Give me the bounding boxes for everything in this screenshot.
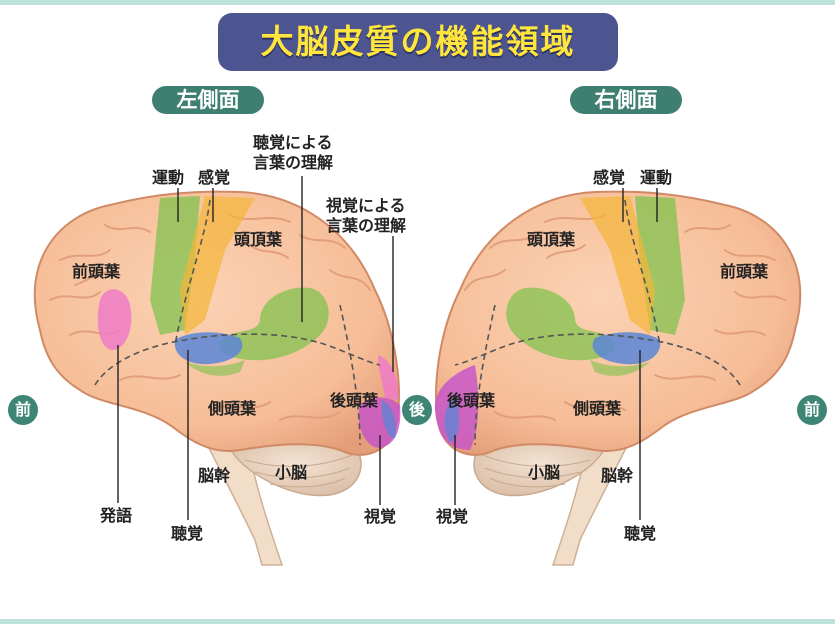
right-label-cerebellum: 小脳	[528, 463, 561, 482]
left-label-sensory: 感覚	[198, 168, 231, 187]
left-auditory-surround	[185, 360, 245, 376]
left-label-auditory-language: 聴覚による 言葉の理解	[253, 133, 334, 172]
right-vision-inner	[444, 395, 460, 442]
top-border	[0, 0, 835, 5]
right-hearing-area	[592, 332, 661, 365]
left-brain	[33, 176, 401, 566]
right-label-parietal: 頭頂葉	[527, 230, 576, 249]
right-brain	[434, 188, 802, 566]
left-view-heading: 左側面	[152, 86, 264, 114]
left-sensory-area	[180, 196, 255, 335]
right-language-area	[506, 287, 616, 361]
right-label-vision: 視覚	[436, 507, 469, 526]
bottom-border	[0, 619, 835, 624]
right-label-occipital: 後頭葉	[447, 391, 496, 410]
page-title: 大脳皮質の機能領域	[218, 13, 618, 71]
left-visual-language-area	[378, 355, 399, 400]
left-label-parietal: 頭頂葉	[234, 230, 283, 249]
right-parieto-occipital	[474, 304, 496, 446]
back-marker: 後	[402, 395, 432, 425]
left-vision-inner	[381, 400, 396, 439]
right-auditory-surround	[590, 360, 650, 376]
left-label-cerebellum: 小脳	[275, 463, 308, 482]
left-label-brainstem: 脳幹	[198, 466, 231, 485]
left-label-hearing: 聴覚	[171, 524, 204, 543]
left-speech-area	[97, 289, 132, 350]
right-front-marker: 前	[797, 395, 827, 425]
left-hearing-area	[174, 332, 243, 365]
right-brainstem-shape	[551, 438, 632, 566]
left-front-marker: 前	[8, 395, 38, 425]
right-central-sulcus	[624, 199, 661, 346]
right-view-heading: 右側面	[570, 86, 682, 114]
left-parieto-occipital	[339, 304, 361, 446]
right-label-sensory: 感覚	[593, 168, 626, 187]
left-label-occipital: 後頭葉	[330, 391, 379, 410]
left-label-frontal: 前頭葉	[72, 262, 121, 281]
right-sensory-area	[580, 196, 655, 335]
right-label-frontal: 前頭葉	[720, 262, 769, 281]
left-label-visual-language: 視覚による 言葉の理解	[326, 196, 407, 235]
left-label-vision: 視覚	[364, 507, 397, 526]
right-label-hearing: 聴覚	[624, 524, 657, 543]
right-label-motor: 運動	[640, 168, 673, 187]
left-brainstem-shape	[203, 438, 284, 566]
left-label-temporal: 側頭葉	[208, 399, 257, 418]
left-label-speech: 発語	[100, 506, 133, 525]
right-label-temporal: 側頭葉	[573, 399, 622, 418]
right-label-brainstem: 脳幹	[601, 466, 634, 485]
left-label-motor: 運動	[152, 168, 185, 187]
left-lateral-sulcus	[94, 333, 381, 386]
right-lateral-sulcus	[454, 333, 741, 386]
left-central-sulcus	[174, 199, 211, 346]
